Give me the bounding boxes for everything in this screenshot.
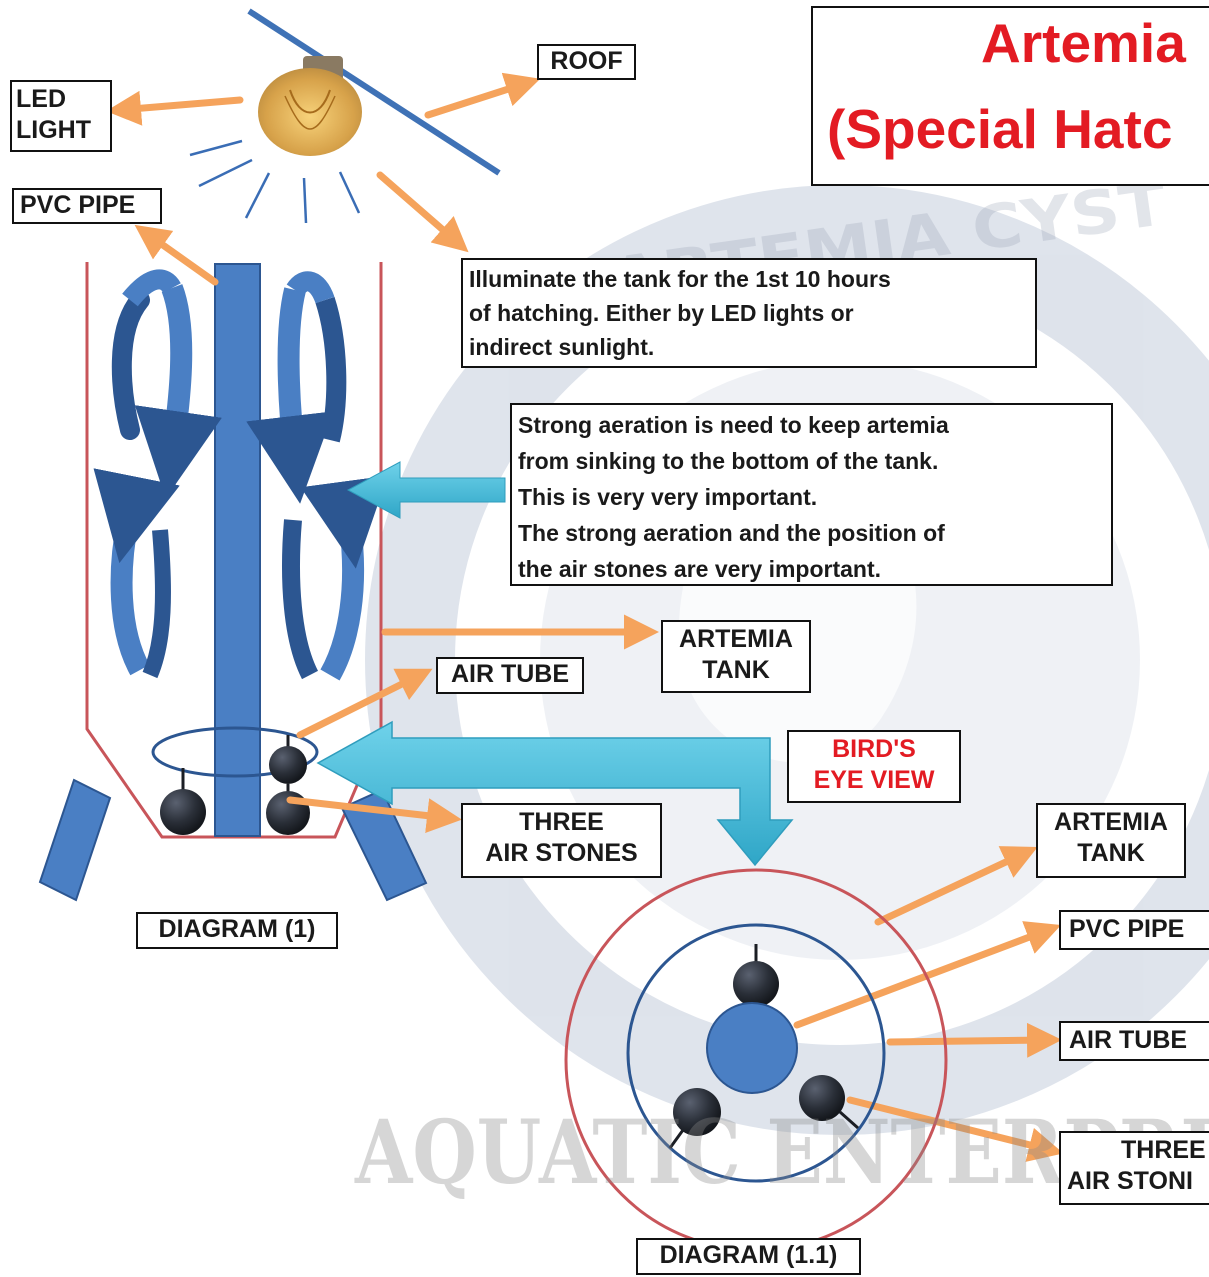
- label-roof: ROOF: [537, 44, 636, 80]
- artemia-tank-2-line1: ARTEMIA: [1054, 808, 1168, 836]
- label-three-air-stones-2: THREE AIR STONI: [1059, 1131, 1209, 1205]
- aeration-line-4: The strong aeration and the position of: [518, 520, 945, 546]
- label-diagram-1-1: DIAGRAM (1.1): [636, 1238, 861, 1275]
- aeration-arrow-left: [346, 461, 506, 519]
- aeration-line-1: Strong aeration is need to keep artemia: [518, 412, 949, 438]
- label-air-tube-2: AIR TUBE: [1059, 1021, 1209, 1061]
- circulation-arrow-up-left: [93, 468, 180, 679]
- label-pvc-pipe-2: PVC PIPE: [1059, 910, 1209, 950]
- label-led-light: LED LIGHT: [10, 80, 112, 152]
- illuminate-line-1: Illuminate the tank for the 1st 10 hours: [469, 266, 891, 292]
- artemia-tank-side: [38, 262, 428, 902]
- air-stone-icon: [160, 768, 206, 835]
- label-aeration: Strong aeration is need to keep artemia …: [510, 403, 1113, 586]
- aeration-line-3: This is very very important.: [518, 484, 818, 510]
- three-air-stones-2-line2: AIR STONI: [1067, 1167, 1193, 1195]
- light-rays: [189, 139, 361, 224]
- three-air-stones-2-line1: THREE: [1121, 1136, 1206, 1164]
- title-box: Artemia (Special Hatc: [811, 6, 1209, 186]
- pvc-pipe-side: [214, 263, 261, 837]
- air-tube-ring: [151, 726, 319, 778]
- roof-line: [247, 8, 501, 176]
- label-artemia-tank: ARTEMIA TANK: [661, 620, 811, 693]
- air-tube-circle: [626, 923, 886, 1183]
- label-led-light-line2: LIGHT: [16, 116, 91, 144]
- air-stone-icon: [799, 1075, 859, 1130]
- label-illuminate: Illuminate the tank for the 1st 10 hours…: [461, 258, 1037, 368]
- air-stone-icon: [266, 784, 310, 835]
- birds-eye-arrow: [316, 720, 794, 867]
- birds-eye-line2: EYE VIEW: [813, 766, 935, 794]
- illuminate-line-3: indirect sunlight.: [469, 334, 655, 360]
- circulation-arrow-down-left: [111, 269, 222, 499]
- three-air-stones-line1: THREE: [519, 808, 604, 836]
- aeration-line-5: the air stones are very important.: [518, 556, 882, 582]
- air-stone-icon: [733, 944, 779, 1007]
- label-led-light-line1: LED: [16, 85, 66, 113]
- three-air-stones-line2: AIR STONES: [485, 839, 638, 867]
- illuminate-line-2: of hatching. Either by LED lights or: [469, 300, 854, 326]
- circulation-arrow-down-right: [246, 271, 347, 504]
- label-pvc-pipe: PVC PIPE: [12, 188, 162, 224]
- pvc-pipe-top: [706, 1002, 798, 1094]
- label-artemia-tank-2: ARTEMIA TANK: [1036, 803, 1186, 878]
- circulation-arrow-up-right: [282, 475, 388, 681]
- orange-arrows: [106, 72, 1064, 1162]
- air-stone-icon: [269, 735, 307, 784]
- title-line-2: (Special Hatc: [827, 98, 1173, 160]
- label-diagram-1: DIAGRAM (1): [136, 912, 338, 949]
- artemia-tank-line1: ARTEMIA: [679, 625, 793, 653]
- artemia-tank-2-line2: TANK: [1077, 839, 1145, 867]
- artemia-tank-line2: TANK: [702, 656, 770, 684]
- label-air-tube: AIR TUBE: [436, 657, 584, 694]
- birds-eye-line1: BIRD'S: [832, 735, 916, 763]
- artemia-tank-top: [564, 868, 948, 1252]
- aeration-line-2: from sinking to the bottom of the tank.: [518, 448, 939, 474]
- title-line-1: Artemia: [981, 12, 1186, 74]
- light-bulb-icon: [258, 56, 362, 156]
- label-three-air-stones: THREE AIR STONES: [461, 803, 662, 878]
- air-stone-icon: [668, 1088, 721, 1149]
- label-birds-eye-view: BIRD'S EYE VIEW: [787, 730, 961, 803]
